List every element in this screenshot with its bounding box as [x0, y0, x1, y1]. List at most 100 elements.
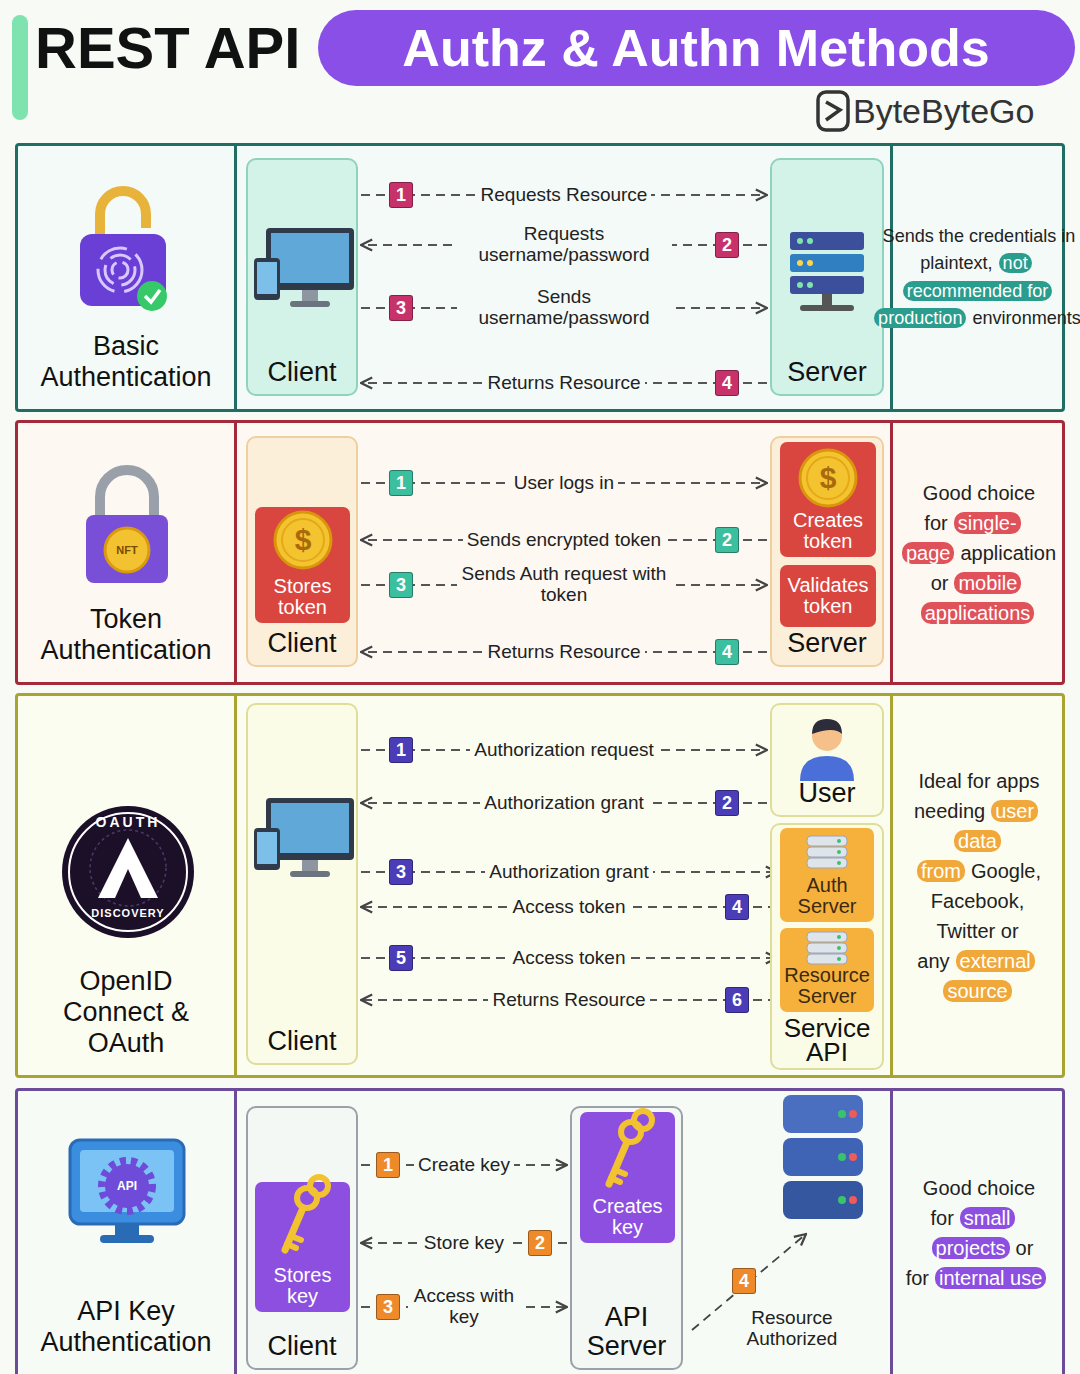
- server-rack-icon: [807, 282, 813, 288]
- coin-icon: [275, 512, 331, 568]
- server-rack-icon: [797, 260, 803, 266]
- callout-number: 3: [376, 1294, 400, 1320]
- edge-label-box: Authorization grant: [462, 862, 677, 883]
- callout-number: 6: [725, 987, 749, 1013]
- title-text: REST API: [35, 14, 300, 82]
- badge-text: OAUTH: [83, 813, 173, 831]
- node-label: User: [798, 779, 855, 807]
- node-label: Creates token: [783, 510, 873, 552]
- note-text: environments: [972, 308, 1080, 328]
- coin-symbol: $: [288, 523, 318, 557]
- callout-number: 4: [715, 370, 739, 396]
- resource-database-icon: [838, 1196, 846, 1204]
- edge-label: Returns Resource: [483, 642, 644, 663]
- api-monitor-icon: [70, 1140, 184, 1243]
- key-icon: [285, 1177, 328, 1250]
- nft-lock-icon: [86, 470, 168, 583]
- node-label: Stores token: [258, 576, 347, 618]
- nft-lock-icon: [100, 470, 154, 520]
- brand-name: ByteByteGo: [853, 89, 1063, 133]
- edge-label: Requests Resource: [477, 185, 652, 206]
- api-monitor-icon: [70, 1140, 184, 1224]
- edge-label: Store key: [420, 1233, 508, 1254]
- node-label: Stores key: [258, 1265, 347, 1307]
- edge-label-box: Authorization request: [457, 740, 672, 761]
- resource-database-icon: [838, 1110, 846, 1118]
- edge-label-box: Access with key: [408, 1286, 520, 1328]
- actor-box: Client: [246, 703, 358, 1065]
- server-rack-icon: [790, 232, 864, 250]
- fingerprint-lock-icon: [145, 290, 160, 302]
- callout-number: 3: [389, 572, 413, 598]
- callout-number: 1: [389, 182, 413, 208]
- coin-icon: [800, 450, 856, 506]
- node-label: Creates key: [583, 1196, 672, 1238]
- fingerprint-lock-icon: [105, 255, 135, 285]
- note-cell: Ideal for apps needinguser data fromGoog…: [890, 696, 1062, 1075]
- node-label: Auth Server: [783, 875, 871, 917]
- note-text: Good choice forsingle-pageapplication or…: [899, 478, 1056, 628]
- edge-label: Access with key: [408, 1286, 520, 1328]
- client-device-icon: [254, 228, 354, 307]
- fingerprint-lock-icon: [80, 191, 167, 311]
- database-icon: [807, 836, 847, 868]
- callout-number: 2: [715, 527, 739, 553]
- server-rack-icon: [797, 282, 803, 288]
- fingerprint-lock-icon: [112, 262, 128, 278]
- api-monitor-icon: [102, 1161, 152, 1211]
- api-monitor-icon: [100, 1235, 154, 1243]
- node-label: Basic Authentication: [26, 331, 226, 393]
- oauth-badge: [90, 830, 166, 906]
- component-box: Validates token: [780, 565, 876, 627]
- callout-number: 3: [389, 295, 413, 321]
- edge-label-box: Sends encrypted token: [457, 530, 672, 551]
- edge-label: Resource Authorized: [733, 1305, 851, 1353]
- badge-text: DISCOVERY: [80, 905, 176, 921]
- api-monitor-icon: [80, 1150, 174, 1212]
- edge-label: Sends Auth request with token: [457, 564, 672, 606]
- edge-label-box: User logs in: [457, 473, 672, 494]
- server-rack-icon: [800, 305, 854, 311]
- callout-number: 1: [389, 470, 413, 496]
- edge-label-box: Returns Resource: [462, 990, 677, 1011]
- note-text: Sends the credentials in plaintext,: [883, 226, 1076, 273]
- resource-database-icon: [783, 1095, 863, 1219]
- edge-label: Authorization grant: [480, 793, 648, 814]
- server-rack-icon: [807, 260, 813, 266]
- database-icon: [807, 932, 847, 964]
- component-box: Creates key: [580, 1112, 675, 1243]
- callout-number: 5: [389, 945, 413, 971]
- edge-label-box: Create key: [408, 1155, 520, 1176]
- server-rack-icon: [822, 294, 832, 306]
- fingerprint-lock-icon: [98, 248, 142, 292]
- title-highlight: Authz & Authn Methods: [318, 10, 1075, 86]
- resource-database-icon: [849, 1196, 857, 1204]
- edge-label-box: Access token: [462, 897, 677, 918]
- node-label: OpenID Connect & OAuth: [26, 966, 226, 1059]
- oauth-badge: [62, 806, 194, 938]
- api-monitor-icon: [105, 1164, 149, 1208]
- edge-label: Sends encrypted token: [463, 530, 665, 551]
- edge-label: Requests username/password: [457, 224, 672, 266]
- resource-database-icon: [838, 1153, 846, 1161]
- node-label: API Key Authentication: [26, 1296, 226, 1358]
- icon-text: NFT: [107, 542, 147, 558]
- node-label: Client: [267, 1332, 336, 1360]
- nft-lock-icon: [105, 528, 149, 572]
- fingerprint-lock-icon: [137, 281, 167, 311]
- highlight-text: internal use: [935, 1267, 1046, 1289]
- note-cell: Good choice forsingle-pageapplication or…: [890, 423, 1062, 682]
- edge-label-box: Sends Auth request with token: [457, 564, 672, 606]
- nft-lock-icon: [86, 515, 168, 583]
- edge-label-box: Sends username/password: [457, 287, 672, 329]
- callout-number: 2: [715, 232, 739, 258]
- edge-label: Create key: [414, 1155, 514, 1176]
- node-label: Client: [267, 358, 336, 386]
- component-box: Stores key: [255, 1182, 350, 1312]
- user-icon: [800, 719, 854, 781]
- node-label: Client: [267, 1027, 336, 1055]
- callout-number: 2: [715, 790, 739, 816]
- callout-number: 4: [715, 639, 739, 665]
